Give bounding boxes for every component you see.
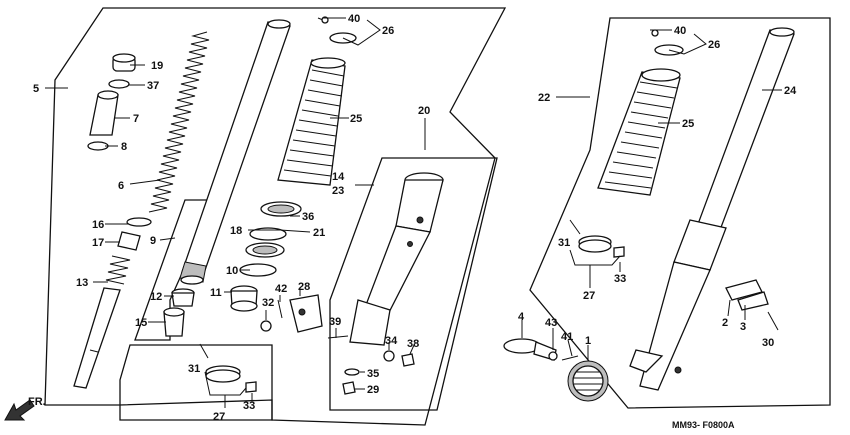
pipe-clamp-left xyxy=(199,343,257,393)
callout-29: 29 xyxy=(367,384,379,396)
fork-tube xyxy=(179,19,291,285)
callout-24: 24 xyxy=(784,85,797,97)
callout-21: 21 xyxy=(313,227,325,239)
callout-14: 14 xyxy=(332,171,345,183)
callout-12: 12 xyxy=(150,291,162,303)
brake-hose-bracket xyxy=(289,294,323,333)
bolt-29 xyxy=(342,381,356,395)
bolt-42 xyxy=(277,299,283,319)
front-direction-arrow-icon xyxy=(4,399,35,421)
dust-seal xyxy=(260,201,302,217)
callout-42: 42 xyxy=(275,283,287,295)
callout-16: 16 xyxy=(92,219,104,231)
callout-38: 38 xyxy=(407,338,419,350)
front-direction-label: FR. xyxy=(28,396,46,408)
callout-3: 3 xyxy=(740,321,746,333)
fork-slider-right xyxy=(629,219,727,391)
diagram-code: MM93- F0800A xyxy=(672,420,735,430)
callout-25: 25 xyxy=(350,113,362,125)
callout-43: 43 xyxy=(545,317,557,329)
callout-labels: 5 19 37 7 8 6 16 17 13 9 12 15 40 26 25 … xyxy=(33,13,797,423)
callout-30: 30 xyxy=(762,337,774,349)
left-damper-assembly-frame xyxy=(119,344,273,421)
drain-bolt-38 xyxy=(401,353,415,367)
callout-15: 15 xyxy=(135,317,147,329)
washer-32 xyxy=(260,320,272,332)
fork-tube-right xyxy=(697,27,795,231)
pipe-clamp-right xyxy=(569,219,625,258)
callout-41: 41 xyxy=(561,331,573,343)
callout-1: 1 xyxy=(585,335,591,347)
reflector-stay xyxy=(503,338,579,361)
reflector-bracket xyxy=(725,279,779,331)
damper-piece xyxy=(163,307,185,337)
callout-17: 17 xyxy=(92,237,104,249)
stopper-ring xyxy=(249,227,287,241)
callout-6: 6 xyxy=(118,180,124,192)
callout-34: 34 xyxy=(385,335,398,347)
callout-4: 4 xyxy=(518,311,525,323)
washer-34 xyxy=(383,350,395,362)
callout-27-right: 27 xyxy=(583,290,595,302)
callout-36: 36 xyxy=(302,211,314,223)
callout-2: 2 xyxy=(722,317,728,329)
left-fork-leg-assembly-frame xyxy=(329,157,498,411)
spring-spacer xyxy=(89,90,119,136)
callout-26: 26 xyxy=(382,25,394,37)
callout-5: 5 xyxy=(33,83,39,95)
callout-26-right: 26 xyxy=(708,39,720,51)
washer-35 xyxy=(344,368,360,376)
fork-slider-left xyxy=(349,172,444,346)
damper-rod xyxy=(73,217,152,389)
callout-22: 22 xyxy=(538,92,550,104)
callout-40: 40 xyxy=(348,13,360,25)
socket-bolt-39 xyxy=(327,335,349,339)
callout-7: 7 xyxy=(133,113,139,125)
reflector xyxy=(567,360,609,402)
callout-9: 9 xyxy=(150,235,156,247)
callout-33: 33 xyxy=(243,400,255,412)
dust-boot-right xyxy=(597,68,681,196)
oil-lock-piece xyxy=(171,288,195,307)
callout-40-right: 40 xyxy=(674,25,686,37)
callout-37: 37 xyxy=(147,80,159,92)
callout-23: 23 xyxy=(332,185,344,197)
right-fork-assembly-frame xyxy=(529,17,831,409)
callout-10: 10 xyxy=(226,265,238,277)
callout-18: 18 xyxy=(230,225,242,237)
callout-8: 8 xyxy=(121,141,127,153)
callout-31-right: 31 xyxy=(558,237,570,249)
dust-boot xyxy=(277,57,346,186)
callout-20: 20 xyxy=(418,105,430,117)
callout-28: 28 xyxy=(298,281,310,293)
callout-25-right: 25 xyxy=(682,118,694,130)
callout-33-right: 33 xyxy=(614,273,626,285)
callout-11: 11 xyxy=(210,287,222,299)
oil-seal xyxy=(245,242,285,258)
callout-31: 31 xyxy=(188,363,200,375)
callout-35: 35 xyxy=(367,368,379,380)
callout-13: 13 xyxy=(76,277,88,289)
o-ring xyxy=(108,79,130,89)
slider-bushing xyxy=(230,285,258,312)
callout-32: 32 xyxy=(262,297,274,309)
fork-spring xyxy=(148,31,210,213)
callout-27: 27 xyxy=(213,411,225,423)
fork-cap-bolt xyxy=(112,53,136,72)
leader-lines xyxy=(45,17,782,408)
callout-19: 19 xyxy=(151,60,163,72)
callout-39: 39 xyxy=(329,316,341,328)
